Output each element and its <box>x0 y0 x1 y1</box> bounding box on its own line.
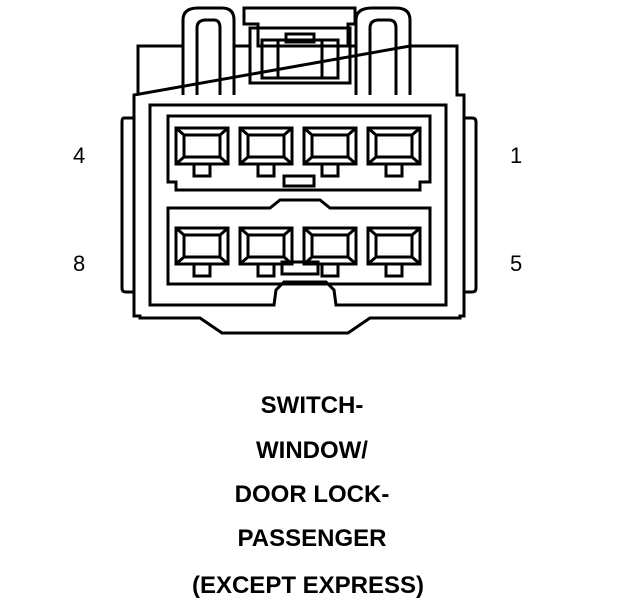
polarization-key <box>282 174 316 188</box>
connector-diagram <box>120 6 478 335</box>
terminal-cavity-upper-2 <box>238 126 294 178</box>
pin-label-bottom-right: 5 <box>510 251 523 276</box>
lower-terminal-block <box>166 198 432 286</box>
pin-label-bottom-left: 8 <box>73 251 86 276</box>
terminal-cavity-lower-1 <box>174 226 230 278</box>
caption-line-3: DOOR LOCK- <box>234 481 390 508</box>
terminal-cavity-upper-1 <box>174 126 230 178</box>
terminal-cavity-lower-2 <box>238 226 294 278</box>
left-side-clip <box>120 116 134 294</box>
pin-label-top-left: 4 <box>73 143 86 168</box>
terminal-cavity-lower-4 <box>366 226 422 278</box>
caption-line-5: (EXCEPT EXPRESS) <box>191 572 425 599</box>
connector-housing <box>132 44 466 335</box>
pin-label-top-right: 1 <box>510 143 523 168</box>
upper-terminal-block <box>166 114 432 192</box>
caption-line-1: SWITCH- <box>260 392 364 419</box>
caption-line-2: WINDOW/ <box>256 437 368 464</box>
right-side-clip <box>464 116 478 294</box>
caption-line-4: PASSENGER <box>237 525 387 552</box>
inner-cavity-frame <box>148 103 448 307</box>
lower-center-key <box>280 260 320 276</box>
terminal-cavity-lower-3 <box>302 226 358 278</box>
terminal-cavity-upper-4 <box>366 126 422 178</box>
terminal-cavity-upper-3 <box>302 126 358 178</box>
